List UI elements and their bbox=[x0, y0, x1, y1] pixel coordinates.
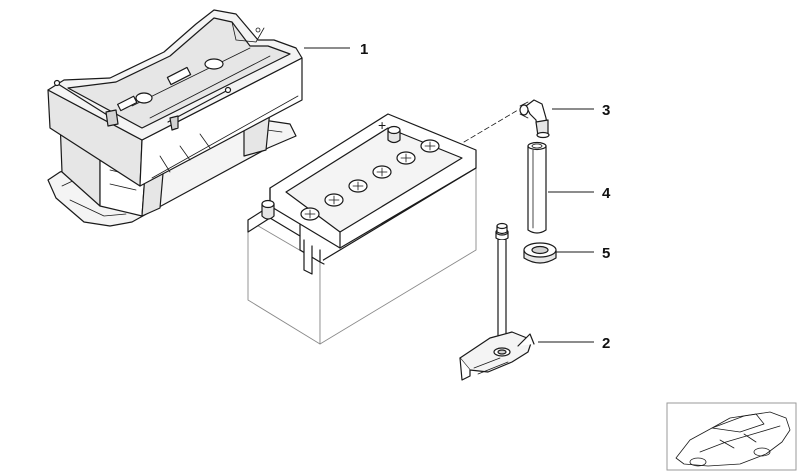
vent-elbow-icon bbox=[519, 99, 550, 139]
callout-2: 2 bbox=[538, 335, 610, 352]
callout-number: 4 bbox=[602, 185, 611, 202]
callout-1: 1 bbox=[304, 41, 368, 58]
callout-5: 5 bbox=[556, 245, 610, 262]
battery-cell-caps bbox=[300, 139, 440, 221]
battery-terminal-negative bbox=[261, 199, 275, 220]
battery-terminal-positive: + bbox=[378, 117, 401, 144]
callout-number: 1 bbox=[360, 41, 368, 58]
vent-hose-icon bbox=[527, 141, 547, 234]
polarity-symbol: + bbox=[378, 117, 386, 133]
callout-number: 2 bbox=[602, 335, 610, 352]
callout-number: 3 bbox=[602, 102, 610, 119]
callout-3: 3 bbox=[552, 102, 610, 119]
battery-icon: + bbox=[247, 109, 519, 345]
callout-4: 4 bbox=[548, 185, 611, 202]
grommet-icon bbox=[523, 242, 557, 264]
callout-number: 5 bbox=[602, 245, 610, 262]
car-thumbnail-icon bbox=[666, 402, 797, 471]
hold-down-clamp-icon bbox=[459, 222, 535, 381]
battery-tray-icon bbox=[47, 9, 303, 227]
